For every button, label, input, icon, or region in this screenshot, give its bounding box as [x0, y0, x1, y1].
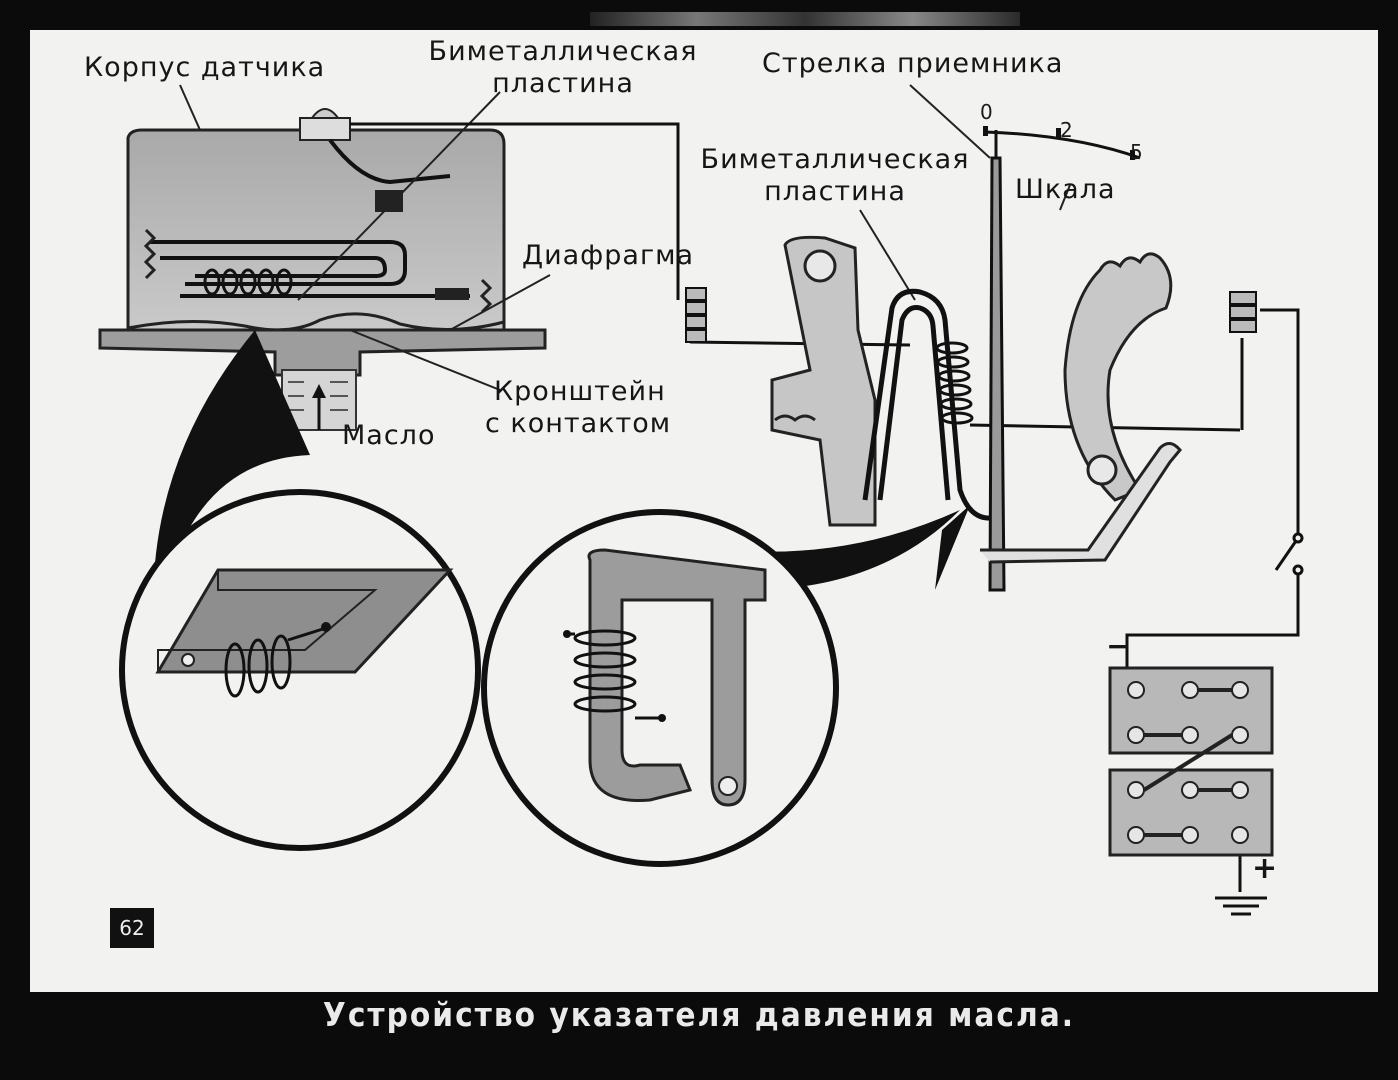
- battery-plus-sign: +: [1252, 851, 1279, 886]
- film-strip-edge: [590, 12, 1020, 26]
- label-receiver-bimetal-plate-line2: пластина: [764, 176, 906, 207]
- switch-icon: [1274, 532, 1304, 576]
- receiver-bimetal-plate: [862, 288, 993, 521]
- terminal-nut-icon: [685, 287, 1257, 343]
- right-bracket: [980, 252, 1182, 564]
- sensor-diaphragm: [127, 190, 505, 332]
- receiver-coil: [935, 341, 974, 425]
- oil-pressure-gauge-diagram: [98, 84, 1304, 916]
- slide-caption: Устройство указателя давления масла.: [322, 995, 1076, 1034]
- magnifier-right: [481, 505, 970, 867]
- left-bracket: [770, 235, 877, 527]
- label-sensor-bimetal-plate-line2: пластина: [492, 68, 634, 99]
- ground-icon: [1215, 896, 1267, 916]
- battery-minus-sign: −: [1106, 629, 1133, 664]
- leader-lines: [179, 84, 1071, 391]
- sensor-coil: [203, 268, 293, 296]
- scale-tick-5: 5: [1130, 140, 1143, 164]
- needle: [988, 130, 1006, 592]
- label-scale: Шкала: [1015, 174, 1116, 205]
- magnifier-left: [119, 330, 481, 851]
- label-bracket-line1: Кронштейн: [494, 376, 666, 407]
- label-sensor-housing: Корпус датчика: [84, 52, 326, 83]
- slide: Корпус датчика Биметаллическая пластина …: [30, 30, 1378, 992]
- sensor-bimetal-plate: [150, 138, 470, 298]
- battery-icon: [1108, 666, 1274, 857]
- label-receiver-needle: Стрелка приемника: [762, 48, 1064, 79]
- label-sensor-bimetal-plate-line1: Биметаллическая: [428, 36, 698, 67]
- scale-tick-2: 2: [1060, 118, 1073, 142]
- label-oil: Масло: [342, 420, 436, 451]
- label-receiver-bimetal-plate-line1: Биметаллическая: [700, 144, 970, 175]
- page-number: 62: [110, 908, 154, 948]
- label-diaphragm: Диафрагма: [522, 240, 695, 271]
- scale-arc: [983, 126, 1141, 160]
- label-bracket-line2: с контактом: [485, 408, 672, 439]
- scale-tick-0: 0: [980, 100, 993, 124]
